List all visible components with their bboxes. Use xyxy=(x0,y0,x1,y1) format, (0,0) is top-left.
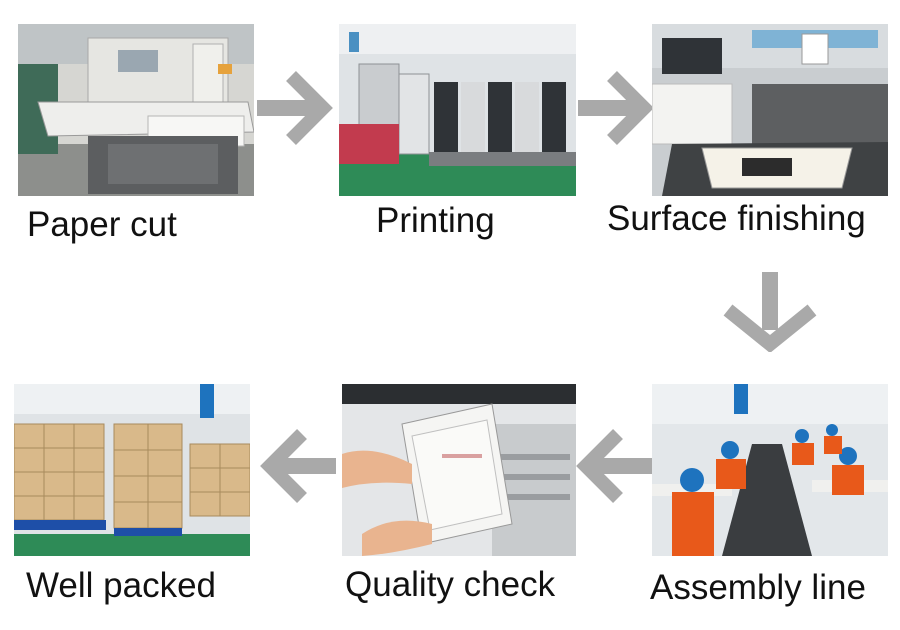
step-label-paper-cut: Paper cut xyxy=(27,205,177,244)
well-packed-photo xyxy=(14,384,250,556)
surface-finishing-photo xyxy=(652,24,888,196)
step-label-quality-check: Quality check xyxy=(345,565,556,604)
step-label-well-packed: Well packed xyxy=(26,566,217,605)
paper-cut-photo xyxy=(18,24,254,196)
arrow-right-icon xyxy=(578,70,656,146)
inspecting-folders-icon xyxy=(342,384,576,556)
quality-check-photo xyxy=(342,384,576,556)
step-label-printing: Printing xyxy=(376,201,495,240)
step-label-surface-finishing: Surface finishing xyxy=(607,199,866,238)
offset-printing-press-icon xyxy=(339,24,576,196)
workers-assembly-line-icon xyxy=(652,384,888,556)
printing-photo xyxy=(339,24,576,196)
arrow-down-icon xyxy=(722,272,818,352)
paper-cutting-machine-icon xyxy=(18,24,254,196)
arrow-left-icon xyxy=(574,428,652,504)
arrow-right-icon xyxy=(257,70,335,146)
step-label-assembly-line: Assembly line xyxy=(650,568,866,607)
laminating-machine-icon xyxy=(652,24,888,196)
arrow-left-icon xyxy=(258,428,336,504)
assembly-line-photo xyxy=(652,384,888,556)
stacked-cartons-icon xyxy=(14,384,250,556)
